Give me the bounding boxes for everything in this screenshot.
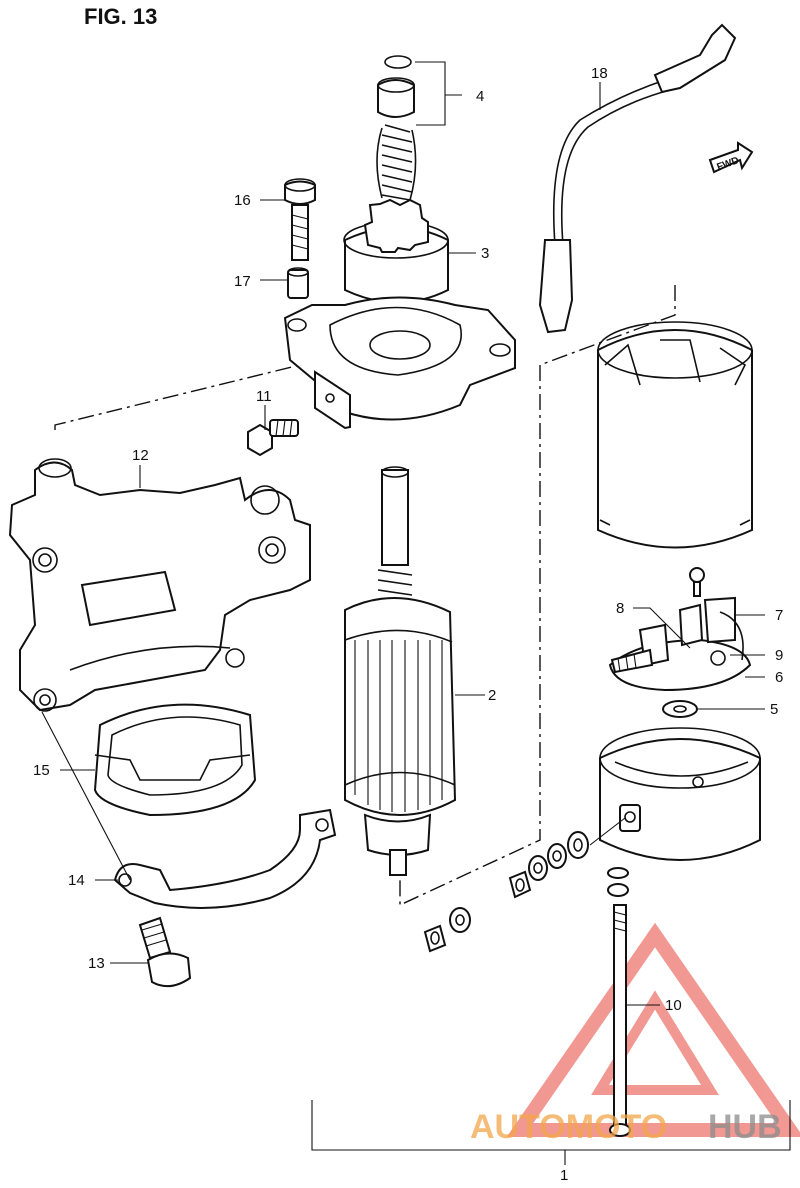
callout-10: 10 [665,997,682,1014]
callout-4: 4 [476,88,484,105]
callout-15: 15 [33,762,50,779]
callout-13: 13 [88,955,105,972]
washer-nut-stack[interactable] [423,831,629,953]
through-bolt-10[interactable] [609,904,631,1137]
callout-9: 9 [775,647,783,664]
callout-7: 7 [775,607,783,624]
watermark-brand: AUTOMOTO HUB [470,1108,782,1146]
callout-12: 12 [132,447,149,464]
callout-18: 18 [591,65,608,82]
assembly-guide-lines [54,285,791,1165]
callout-6: 6 [775,669,783,686]
commutator-end-cap[interactable] [599,727,761,861]
callout-16: 16 [234,192,251,209]
fwd-direction-badge: FWD [708,141,754,174]
callout-11: 11 [256,388,272,405]
watermark-brand-a: AUTOMOTO [470,1108,667,1146]
bolt-11[interactable] [247,419,299,457]
clamp-strap-14[interactable] [113,808,337,909]
callout-5: 5 [770,701,778,718]
lead-wire-18[interactable] [538,23,737,334]
callout-1: 1 [560,1167,568,1184]
watermark-logo-icon [506,922,800,1137]
washer-5[interactable] [662,700,698,718]
bolt-16[interactable] [284,178,316,261]
callout-labels: 4 3 16 17 11 12 18 2 15 14 13 7 8 9 6 5 … [33,65,783,1184]
callout-14: 14 [68,872,85,889]
callout-8: 8 [616,600,624,617]
bolt-13[interactable] [138,916,192,988]
yoke-field-frame[interactable] [597,321,753,549]
brush-holder-assembly[interactable] [608,596,752,692]
dowel-pin-17[interactable] [287,267,309,299]
callout-2: 2 [488,687,496,704]
pinion-spring-set[interactable] [376,55,417,201]
callout-17: 17 [234,273,251,290]
watermark-brand-b: HUB [708,1108,782,1146]
callout-leaders [41,61,765,1006]
callout-3: 3 [481,245,489,262]
armature-2[interactable] [344,466,457,876]
figure-title: FIG. 13 [84,4,158,29]
rubber-band-15[interactable] [93,703,257,817]
brush-holder-screw[interactable] [689,567,705,597]
drive-end-housing[interactable] [283,296,516,430]
mounting-bracket-12[interactable] [8,458,311,712]
pinion-drive-gear[interactable] [343,198,449,304]
